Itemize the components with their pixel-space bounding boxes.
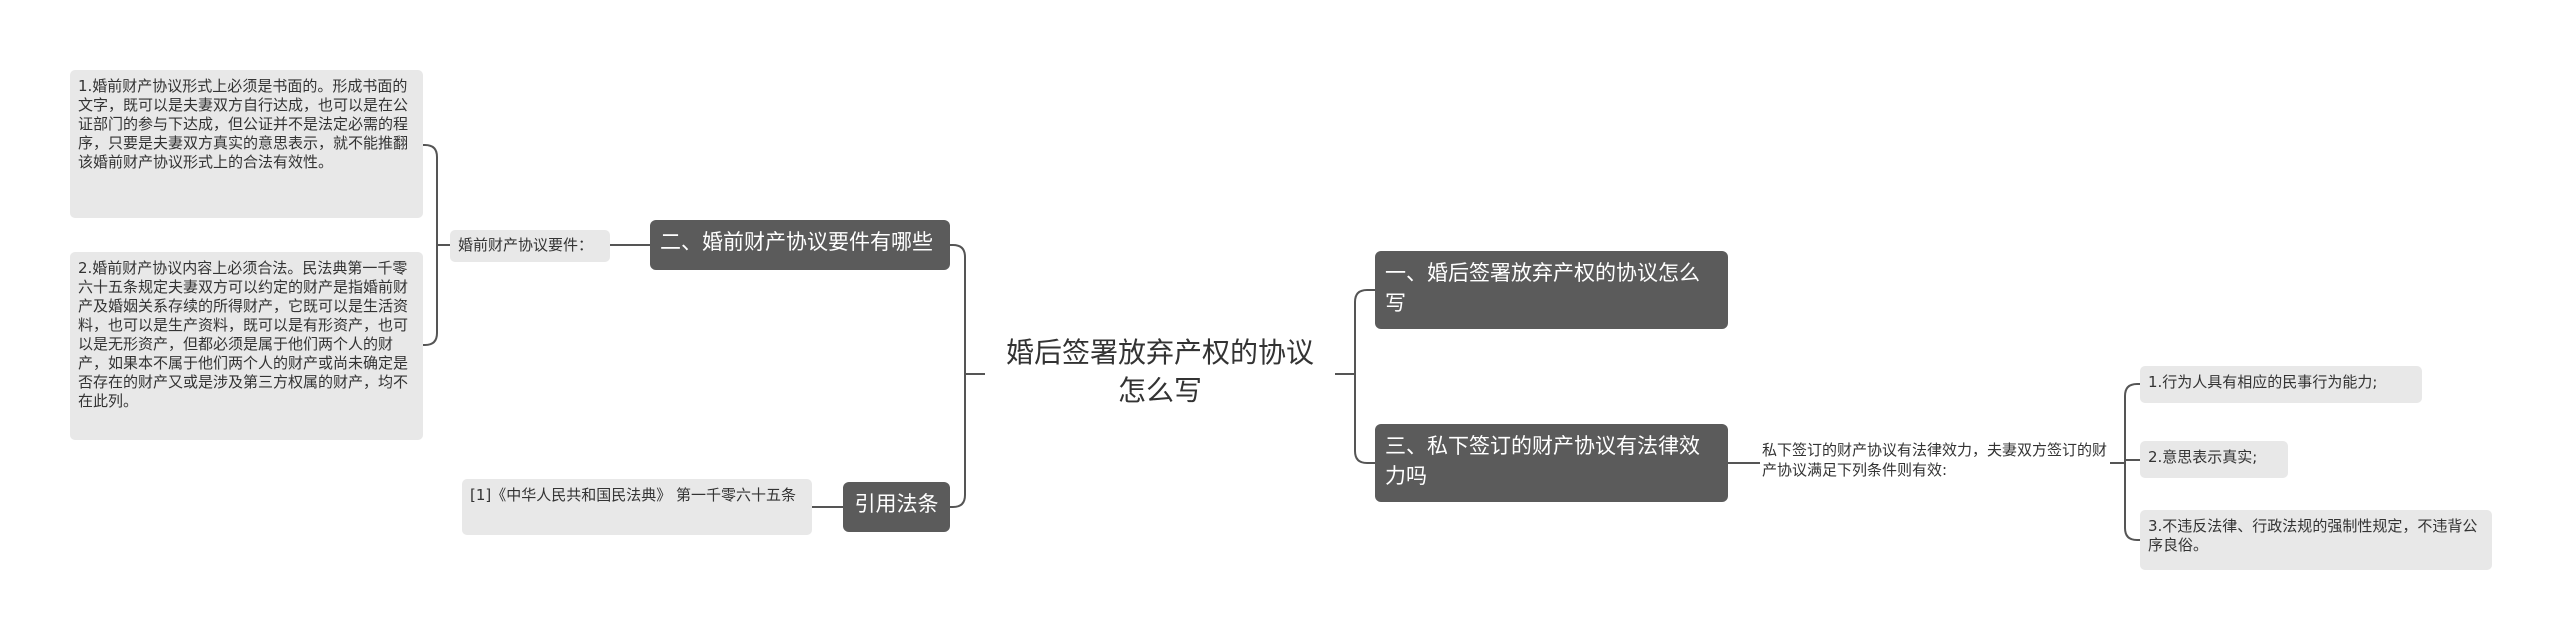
topic-how-to-write-label: 一、婚后签署放弃产权的协议怎么写: [1385, 261, 1700, 315]
link-req-item1: [423, 144, 438, 245]
requirement-item-1-text: 1.婚前财产协议形式上必须是书面的。形成书面的文字，既可以是夫妻双方自行达成，也…: [78, 77, 409, 171]
link-left-requirements: [950, 244, 966, 374]
cited-law-item-1-text: [1]《中华人民共和国民法典》 第一千零六十五条: [470, 486, 797, 504]
requirement-item-2-text: 2.婚前财产协议内容上必须合法。民法典第一千零六十五条规定夫妻双方可以约定的财产…: [78, 259, 409, 410]
topic-cited-law-label: 引用法条: [854, 492, 939, 516]
link-left-law: [950, 374, 966, 508]
link-validity-item2: [2124, 459, 2140, 463]
validity-condition-3-text: 3.不违反法律、行政法规的强制性规定，不违背公序良俗。: [2148, 517, 2478, 554]
requirement-item-1[interactable]: 1.婚前财产协议形式上必须是书面的。形成书面的文字，既可以是夫妻双方自行达成，也…: [70, 70, 423, 218]
link-right-how: [1354, 289, 1375, 374]
link-right-validity: [1354, 374, 1375, 464]
topic-how-to-write[interactable]: 一、婚后签署放弃产权的协议怎么写: [1375, 251, 1728, 329]
topic-cited-law[interactable]: 引用法条: [843, 482, 950, 532]
topic-requirements-label: 二、婚前财产协议要件有哪些: [660, 230, 933, 254]
validity-condition-3[interactable]: 3.不违反法律、行政法规的强制性规定，不违背公序良俗。: [2140, 510, 2492, 570]
cited-law-item-1[interactable]: [1]《中华人民共和国民法典》 第一千零六十五条: [462, 479, 812, 535]
link-validity-item1: [2124, 383, 2140, 463]
link-validity-item3: [2124, 463, 2140, 541]
validity-condition-1-text: 1.行为人具有相应的民事行为能力;: [2148, 373, 2378, 391]
validity-condition-2[interactable]: 2.意思表示真实;: [2140, 441, 2288, 478]
topic-validity-label: 三、私下签订的财产协议有法律效力吗: [1385, 434, 1700, 488]
topic-private-agreement-validity[interactable]: 三、私下签订的财产协议有法律效力吗: [1375, 424, 1728, 502]
validity-connector-text[interactable]: 私下签订的财产协议有法律效力，夫妻双方签订的财产协议满足下列条件则有效:: [1762, 440, 2108, 480]
topic-prenup-requirements[interactable]: 二、婚前财产协议要件有哪些: [650, 220, 950, 270]
requirements-connector-label: 婚前财产协议要件：: [458, 236, 594, 254]
requirements-connector-text[interactable]: 婚前财产协议要件：: [450, 230, 610, 262]
validity-condition-2-text: 2.意思表示真实;: [2148, 448, 2258, 466]
validity-connector-label: 私下签订的财产协议有法律效力，夫妻双方签订的财产协议满足下列条件则有效:: [1762, 441, 2108, 479]
validity-condition-1[interactable]: 1.行为人具有相应的民事行为能力;: [2140, 366, 2422, 403]
central-topic-label: 婚后签署放弃产权的协议怎么写: [1005, 336, 1314, 407]
link-req-item2: [423, 245, 438, 346]
central-topic[interactable]: 婚后签署放弃产权的协议怎么写: [995, 334, 1325, 410]
requirement-item-2[interactable]: 2.婚前财产协议内容上必须合法。民法典第一千零六十五条规定夫妻双方可以约定的财产…: [70, 252, 423, 440]
